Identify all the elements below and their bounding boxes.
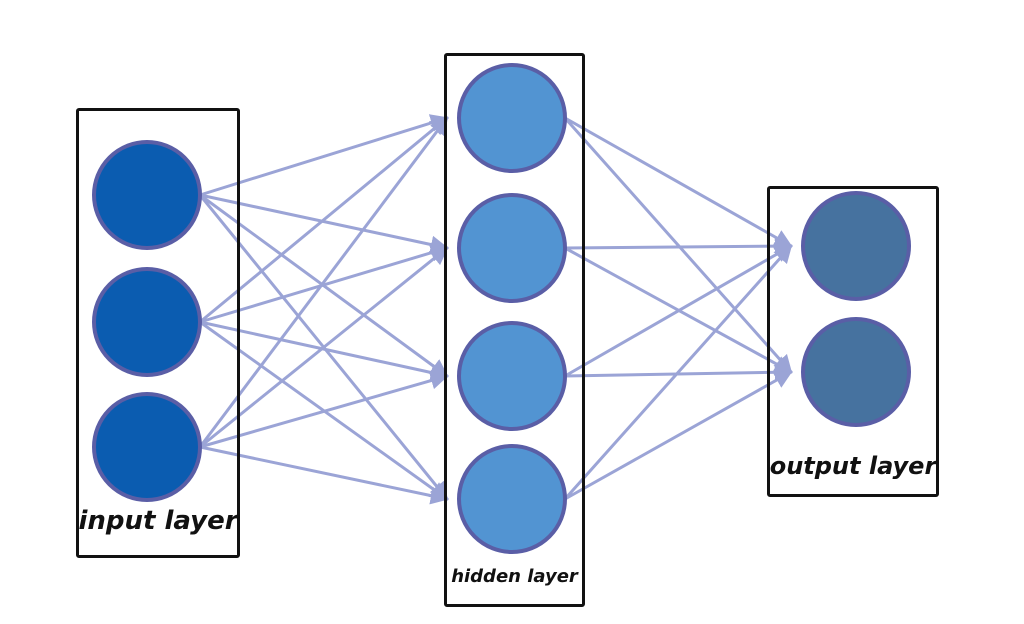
connection-hidden-2-to-output-1 — [563, 237, 793, 256]
input-node-2 — [92, 267, 202, 377]
output-node-2 — [801, 317, 911, 427]
connection-input-3-to-hidden-1 — [198, 116, 449, 449]
connection-hidden-4-to-output-2 — [563, 370, 793, 501]
output-layer-box — [767, 186, 939, 497]
hidden-node-2 — [457, 193, 567, 303]
connections-group — [198, 114, 793, 505]
connection-input-3-to-hidden-2 — [198, 246, 449, 449]
connection-input-2-to-hidden-2 — [198, 244, 449, 324]
output-layer-label: output layer — [769, 452, 937, 480]
connection-hidden-1-to-output-1 — [563, 116, 793, 248]
hidden-layer-label: hidden layer — [451, 566, 578, 587]
connection-input-1-to-hidden-1 — [198, 114, 449, 197]
input-layer-label: input layer — [78, 506, 238, 536]
connection-hidden-4-to-output-1 — [563, 244, 793, 501]
input-layer-box — [76, 108, 240, 558]
hidden-layer-box — [444, 53, 585, 607]
hidden-node-3 — [457, 321, 567, 431]
connection-hidden-1-to-output-2 — [563, 116, 793, 374]
input-node-1 — [92, 140, 202, 250]
connection-input-3-to-hidden-3 — [198, 371, 449, 449]
connection-input-3-to-hidden-4 — [198, 445, 449, 505]
connection-hidden-3-to-output-1 — [563, 244, 793, 378]
output-node-1 — [801, 191, 911, 301]
input-node-3 — [92, 392, 202, 502]
nodes-group — [92, 63, 911, 554]
connection-input-2-to-hidden-1 — [198, 116, 449, 324]
hidden-node-1 — [457, 63, 567, 173]
hidden-node-4 — [457, 444, 567, 554]
